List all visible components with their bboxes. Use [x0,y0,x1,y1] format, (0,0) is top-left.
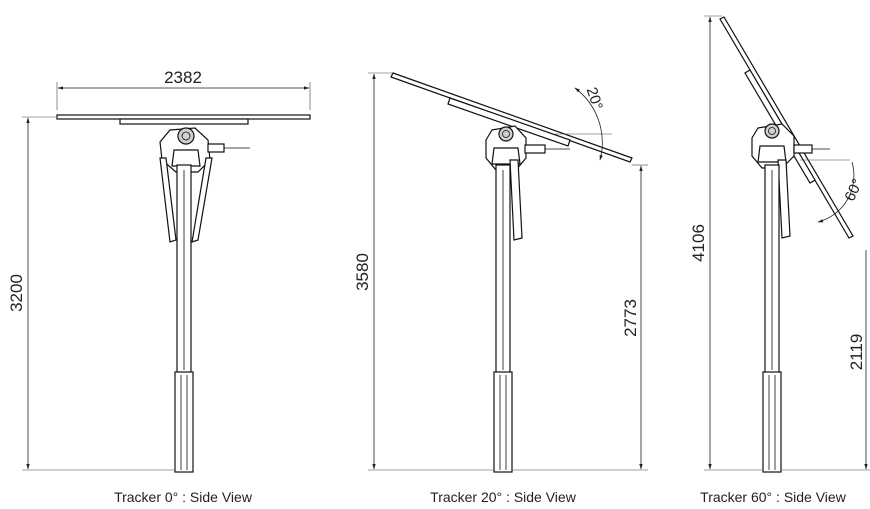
height-dimension-label: 4106 [689,224,708,262]
caption-tracker-0: Tracker 0° : Side View [114,489,253,505]
solar-panel [719,16,854,239]
panel-frame [447,97,571,147]
solar-panel [390,72,633,163]
strut [777,159,791,239]
lower-edge-dimension-label: 2773 [621,299,640,337]
drive-head [159,127,250,173]
right-strut [191,157,213,243]
post-footing [762,371,782,473]
caption-tracker-60: Tracker 60° : Side View [700,489,847,505]
lower-edge-dimension-label: 2119 [847,334,866,371]
left-strut [159,157,177,243]
angle-label: 20° [583,85,606,112]
drive-head [485,125,570,171]
tracker-20-view: 3580 2773 20° Tracker 20° : Side View [353,72,648,505]
angle-arc [817,161,855,223]
panel-frame [119,118,249,125]
caption-tracker-20: Tracker 20° : Side View [430,489,577,505]
height-dimension-label: 3200 [7,274,26,312]
tracker-60-view: 4106 2119 60° Tracker 60° : Side View [689,15,870,505]
post-footing [493,371,513,473]
angle-arc [574,87,603,161]
post-footing [174,371,194,473]
width-dimension-label: 2382 [164,68,202,87]
tracker-0-view: 2382 3200 Tracker 0° : Side View [7,68,311,505]
drive-head [751,123,830,169]
strut [509,159,523,241]
height-dimension-label: 3580 [353,253,372,291]
angle-label: 60° [841,176,866,204]
